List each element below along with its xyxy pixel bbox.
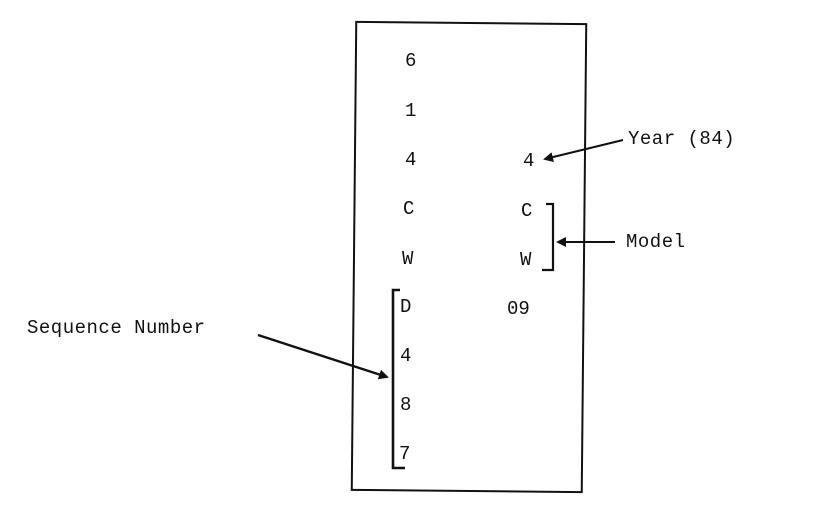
model-label: Model [626, 231, 686, 253]
plate-char-3: 4 [405, 149, 417, 171]
year-label: Year (84) [628, 128, 736, 150]
year-arrow [543, 139, 624, 162]
plate-right-char-3: W [520, 249, 532, 271]
sequence-number-label: Sequence Number [27, 317, 206, 339]
model-bracket [542, 202, 555, 272]
plate-char-8: 8 [400, 394, 412, 416]
plate-char-7: 4 [400, 345, 412, 367]
plate-char-1: 6 [405, 50, 417, 72]
plate-right-char-4: 09 [507, 298, 530, 320]
plate-char-4: C [403, 198, 415, 220]
plate-right-char-2: C [521, 200, 533, 222]
plate-char-2: 1 [405, 100, 417, 122]
sequence-number-arrow [257, 333, 389, 380]
plate-char-6: D [400, 296, 412, 318]
plate-right-char-1: 4 [523, 150, 535, 172]
plate-char-9: 7 [399, 443, 411, 465]
plate-char-5: W [402, 248, 414, 270]
sequence-number-bracket [391, 288, 405, 470]
